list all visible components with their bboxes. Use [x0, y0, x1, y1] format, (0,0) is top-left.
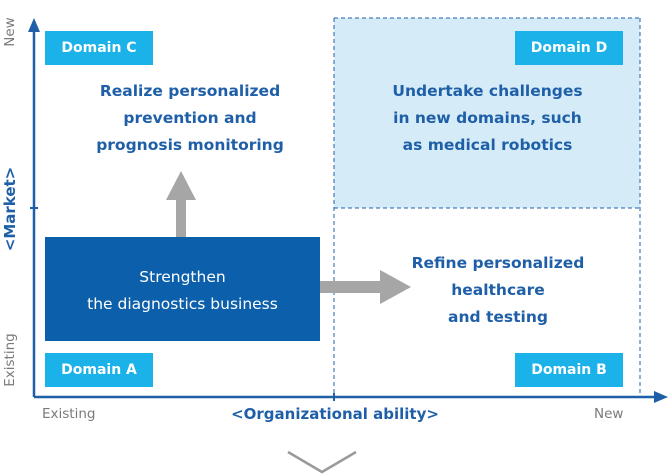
domain-a-tag: Domain A	[45, 353, 153, 387]
domain-d-line-3: as medical robotics	[402, 136, 573, 154]
chevron-down-icon	[287, 450, 357, 474]
y-axis-existing-label: Existing	[2, 333, 18, 387]
domain-c-tag: Domain C	[45, 31, 153, 65]
domain-c-line-1: Realize personalized	[99, 82, 281, 100]
domain-b-line-3: and testing	[448, 308, 548, 326]
domain-b-tag: Domain B	[515, 353, 623, 387]
domain-a-line-2: the diagnostics business	[87, 295, 278, 313]
up-arrow	[166, 171, 196, 237]
domain-a-description: Strengthen the diagnostics business	[45, 264, 320, 318]
domain-c-description: Realize personalized prevention and prog…	[70, 78, 310, 159]
domain-a-line-1: Strengthen	[139, 268, 226, 286]
domain-d-line-2: in new domains, such	[393, 109, 582, 127]
x-axis-new-label: New	[594, 406, 624, 422]
right-arrow	[320, 270, 411, 304]
y-axis-new-label: New	[2, 17, 18, 47]
domain-b-line-1: Refine personalized	[411, 254, 585, 272]
domain-a-box	[45, 237, 320, 341]
x-axis-title: <Organizational ability>	[231, 405, 439, 423]
y-axis-arrowhead	[28, 18, 40, 32]
domain-d-description: Undertake challenges in new domains, suc…	[360, 78, 615, 159]
domain-c-line-3: prognosis monitoring	[96, 136, 284, 154]
y-axis-title: <Market>	[1, 166, 19, 252]
domain-b-line-2: healthcare	[451, 281, 545, 299]
domain-d-line-1: Undertake challenges	[392, 82, 583, 100]
domain-c-line-2: prevention and	[123, 109, 257, 127]
x-axis-existing-label: Existing	[42, 406, 96, 422]
domain-b-description: Refine personalized healthcare and testi…	[388, 250, 608, 331]
domain-d-tag: Domain D	[515, 31, 623, 65]
x-axis-arrowhead	[654, 391, 668, 403]
